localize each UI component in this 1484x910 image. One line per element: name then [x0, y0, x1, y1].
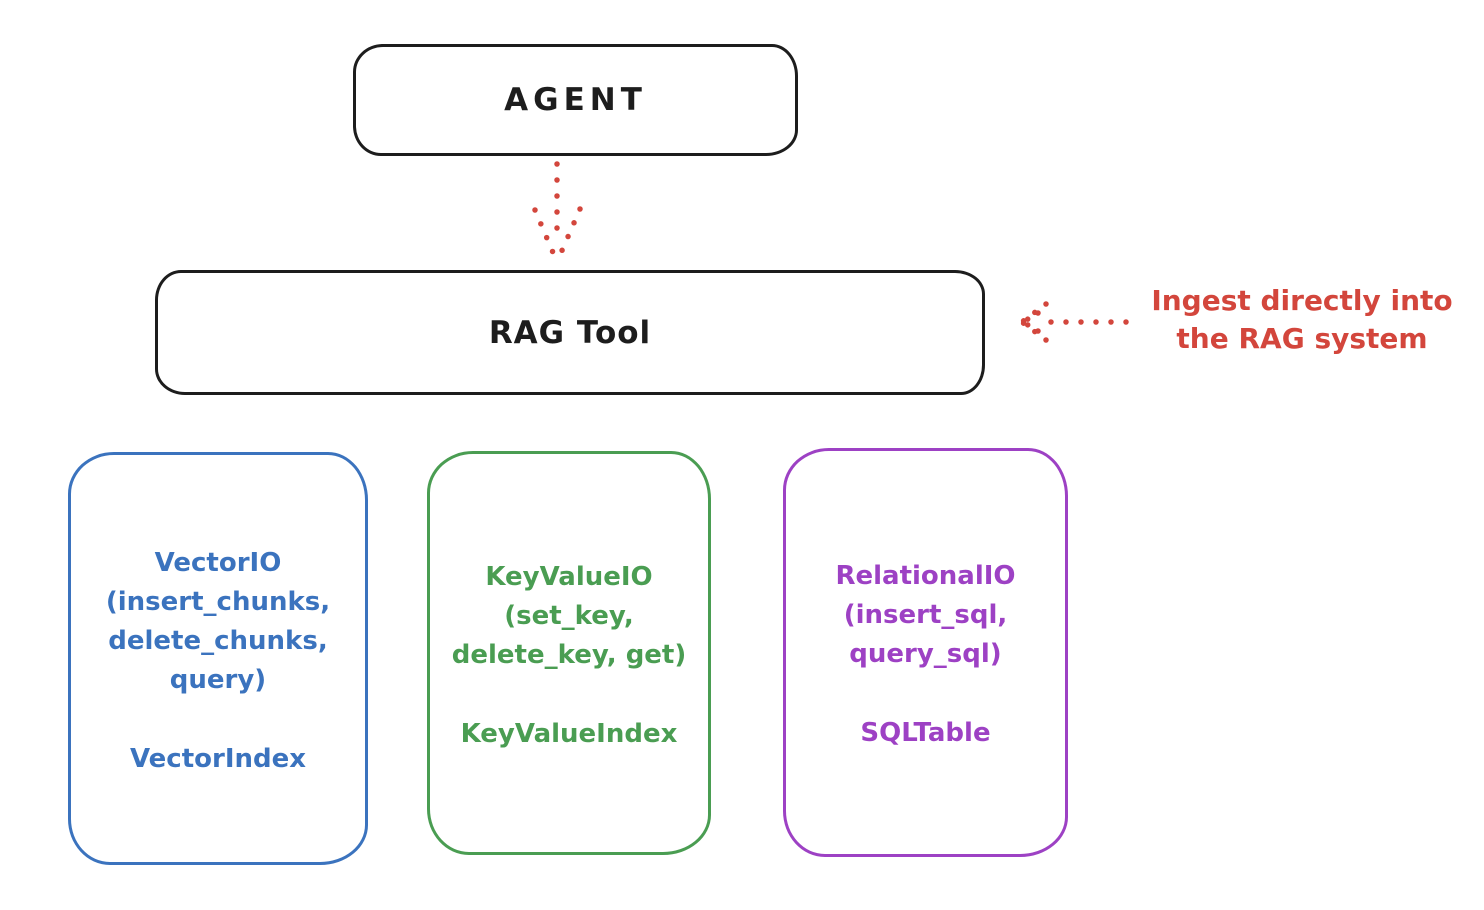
sql-table-label: SQLTable: [860, 718, 991, 748]
vector-io-box: VectorIO (insert_chunks, delete_chunks, …: [68, 452, 368, 865]
vector-io-title: VectorIO (insert_chunks, delete_chunks, …: [105, 547, 331, 695]
keyvalue-io-box: KeyValueIO (set_key, delete_key, get) Ke…: [427, 451, 711, 855]
agent-box: AGENT: [353, 44, 798, 156]
relational-io-box: RelationalIO (insert_sql, query_sql) SQL…: [783, 448, 1068, 857]
rag-tool-box: RAG Tool: [155, 270, 985, 395]
ingest-arrow-icon: [1019, 301, 1129, 343]
rag-tool-label: RAG Tool: [488, 314, 652, 351]
ingest-annotation: Ingest directly into the RAG system: [1151, 284, 1453, 355]
agent-label: AGENT: [504, 82, 647, 118]
keyvalue-index-label: KeyValueIndex: [460, 718, 678, 749]
keyvalue-io-title: KeyValueIO (set_key, delete_key, get): [451, 561, 687, 670]
agent-to-rag-arrow-icon: [532, 161, 583, 265]
vector-index-label: VectorIndex: [129, 743, 307, 774]
relational-io-title: RelationalIO (insert_sql, query_sql): [835, 561, 1016, 669]
